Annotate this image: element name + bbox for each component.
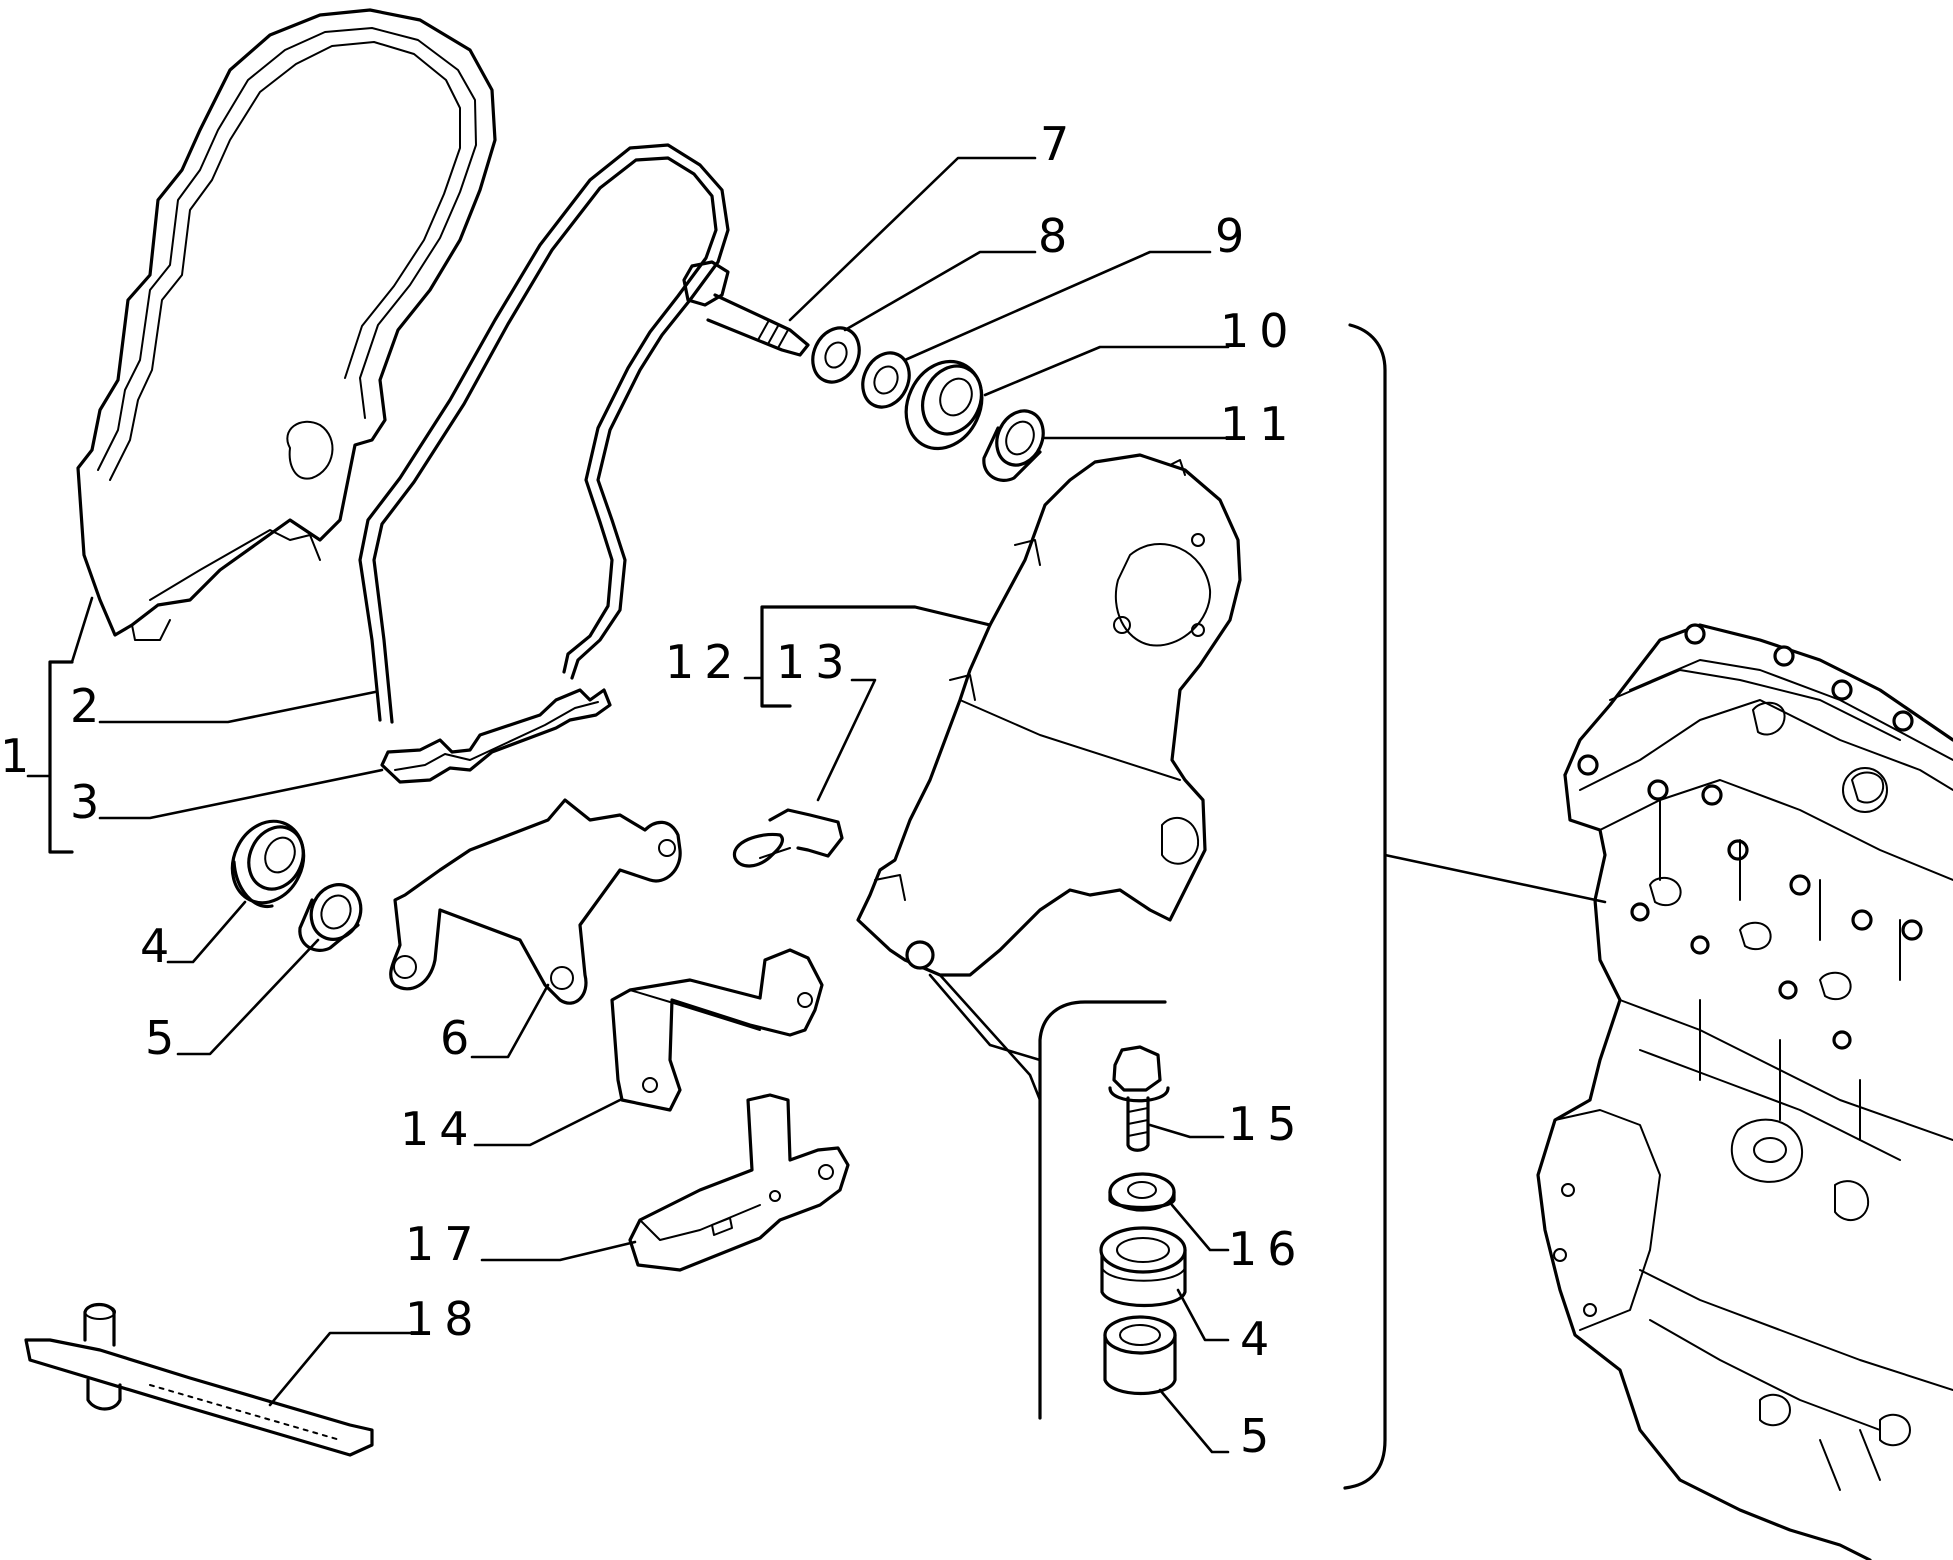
callout-13: 13 — [776, 635, 855, 689]
group-bracket-1 — [26, 596, 94, 854]
callout-18: 18 — [405, 1292, 484, 1346]
callout-10: 10 — [1220, 304, 1299, 358]
part-bracket — [389, 798, 682, 1005]
part-washer-8 — [811, 326, 861, 384]
part-bracket-17 — [628, 1093, 850, 1272]
part-bush-large — [904, 359, 984, 451]
callout-3: 3 — [70, 775, 109, 829]
callout-14: 14 — [400, 1102, 479, 1156]
callout-7: 7 — [1040, 117, 1079, 171]
callout-1: 1 — [0, 729, 39, 783]
callout-5: 5 — [145, 1011, 184, 1065]
callout-15: 15 — [1228, 1097, 1307, 1151]
callout-11: 11 — [1220, 397, 1299, 451]
callout-2: 2 — [70, 679, 109, 733]
group-bracket-large — [1343, 323, 1607, 1490]
part-screw — [1108, 1045, 1170, 1152]
part-cable-tie — [24, 1302, 374, 1457]
part-seal-strip — [358, 143, 730, 724]
callout-labels: 1 2 3 4 5 6 7 8 9 10 11 12 13 14 15 16 4… — [0, 117, 1307, 1463]
part-spacer-lower — [1103, 1315, 1177, 1396]
part-bush-lower — [1099, 1226, 1187, 1307]
group-bracket-small — [928, 973, 1167, 1420]
callout-16: 16 — [1228, 1222, 1307, 1276]
callout-5-lower: 5 — [1240, 1409, 1279, 1463]
callout-8: 8 — [1038, 209, 1077, 263]
callout-17: 17 — [405, 1217, 484, 1271]
part-lower-seal — [380, 688, 612, 784]
part-clip — [732, 808, 844, 868]
part-upper-timing-cover — [76, 8, 497, 641]
part-spacer-large — [982, 409, 1045, 482]
callout-6: 6 — [440, 1011, 479, 1065]
callout-9: 9 — [1215, 209, 1254, 263]
part-lower-timing-cover — [856, 453, 1242, 977]
part-washer-9 — [861, 351, 911, 409]
part-bracket-14 — [610, 948, 824, 1112]
part-spacer — [298, 883, 363, 952]
callout-4-lower: 4 — [1240, 1312, 1279, 1366]
part-bush — [230, 819, 306, 909]
callout-4: 4 — [140, 919, 179, 973]
callout-12: 12 — [665, 635, 744, 689]
leader-lines — [98, 156, 1230, 1454]
group-bracket-12 — [743, 605, 992, 708]
part-engine-block — [1536, 623, 1953, 1560]
part-bolt — [682, 260, 810, 357]
part-washer-16 — [1108, 1172, 1176, 1212]
